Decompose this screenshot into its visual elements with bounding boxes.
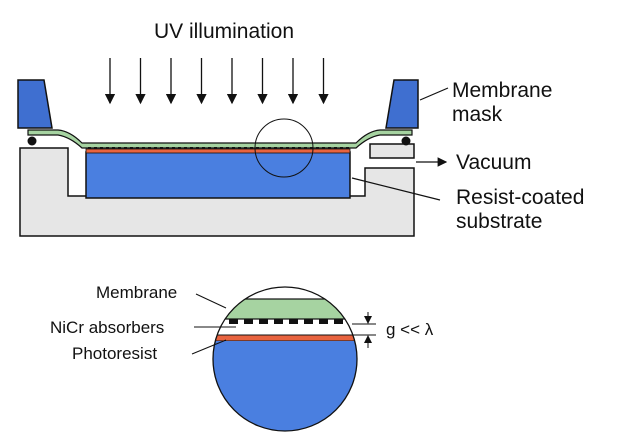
o-ring-right	[401, 136, 411, 146]
nicr-absorbers	[229, 319, 343, 324]
nicr-absorber-block	[244, 319, 253, 324]
detail-substrate	[213, 341, 357, 431]
detail-circle-outline	[212, 286, 358, 432]
nicr-absorber-block	[289, 319, 298, 324]
o-ring-left	[27, 136, 37, 146]
uv-illumination-label: UV illumination	[154, 20, 294, 43]
nicr-absorber-block	[319, 319, 328, 324]
nicr-absorber-block	[334, 319, 343, 324]
nicr-absorber-block	[229, 319, 238, 324]
substrate-label-line1: Resist-coated	[456, 186, 584, 209]
nicr-absorber-block	[259, 319, 268, 324]
uv-arrows	[104, 58, 329, 105]
detail-membrane	[213, 298, 357, 320]
nicr-label: NiCr absorbers	[50, 318, 164, 337]
vacuum-port	[369, 143, 415, 159]
photoresist-label: Photoresist	[72, 344, 157, 363]
membrane-sheet	[27, 129, 413, 149]
substrate-photoresist-layer	[85, 148, 351, 154]
membrane-detail-leader	[195, 293, 227, 309]
substrate-holder	[19, 147, 415, 237]
gap-label: g << λ	[386, 320, 434, 339]
zoom-indicator-circle	[254, 118, 314, 178]
mask-frame-left	[17, 79, 53, 129]
membrane-mask-label-line2: mask	[452, 103, 503, 126]
photoresist-leader	[191, 339, 227, 355]
nicr-absorber-block	[274, 319, 283, 324]
vacuum-label: Vacuum	[456, 151, 531, 174]
substrate-label-line2: substrate	[456, 210, 542, 233]
nicr-absorber-block	[304, 319, 313, 324]
membrane-detail-label: Membrane	[96, 283, 177, 302]
detail-view	[213, 287, 357, 431]
membrane-mask-leader	[419, 87, 449, 101]
membrane-mask-label-line1: Membrane	[452, 79, 552, 102]
substrate-leader	[351, 177, 441, 201]
mask-frame-right	[385, 79, 419, 129]
